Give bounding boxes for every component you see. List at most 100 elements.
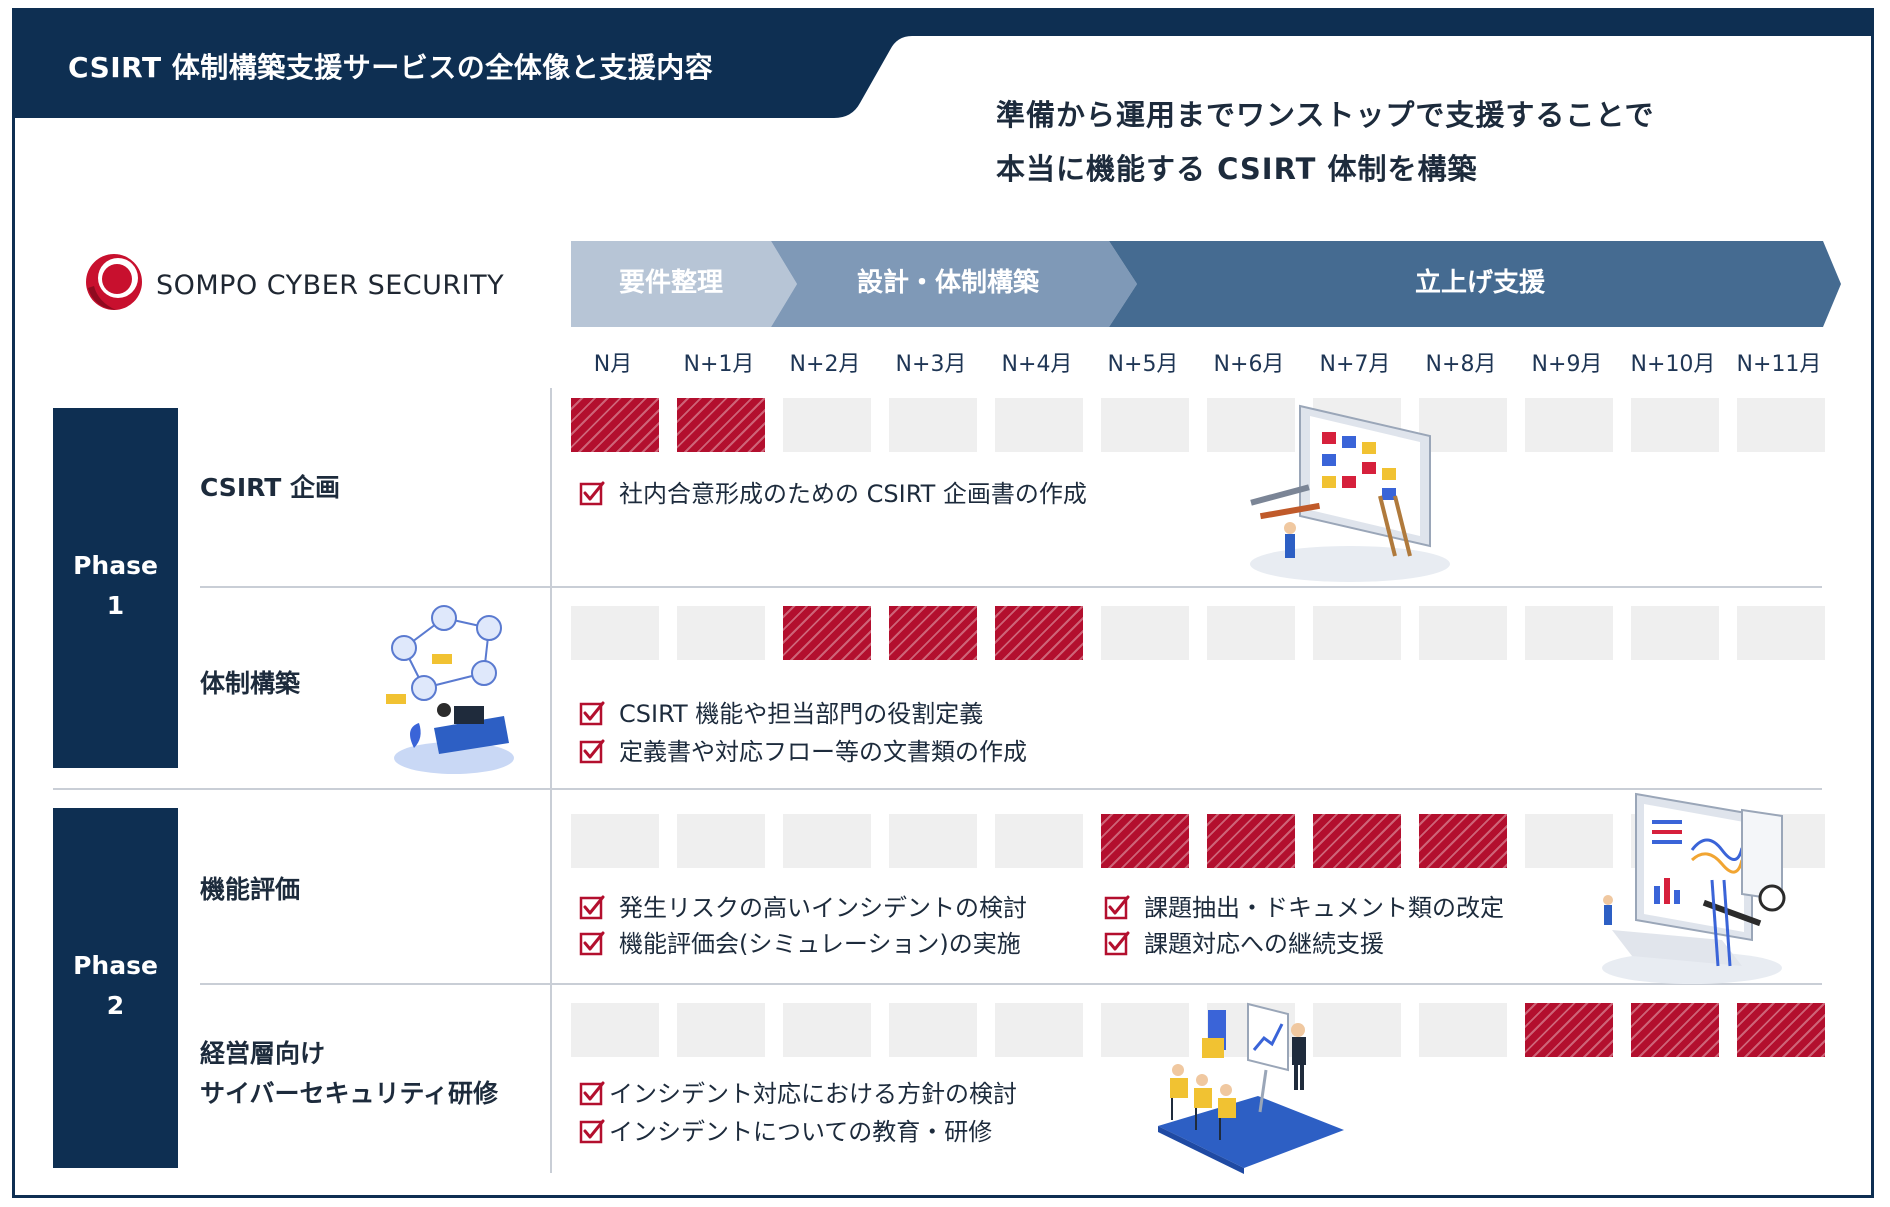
schedule-cell — [677, 814, 765, 868]
phase-number: 1 — [106, 591, 125, 620]
checkbox-check-icon — [579, 1118, 605, 1144]
row-divider — [200, 586, 1822, 588]
schedule-cell — [783, 1003, 871, 1057]
bullet-text: 定義書や対応フロー等の文書類の作成 — [619, 738, 1027, 766]
schedule-cell — [571, 814, 659, 868]
phase-2-box: Phase 2 — [53, 808, 178, 1168]
phase-label: Phase — [73, 951, 158, 980]
schedule-cell — [1737, 606, 1825, 660]
checkbox-check-icon — [579, 480, 605, 506]
schedule-cell — [1101, 398, 1189, 452]
bullet-item: 課題対応への継続支援 — [1104, 924, 1384, 959]
schedule-cell-active — [1101, 814, 1189, 868]
schedule-cell-active — [889, 606, 977, 660]
row-divider-vertical — [550, 985, 552, 1173]
tagline-line-1: 準備から運用までワンストップで支援することで — [996, 98, 1655, 132]
schedule-cell — [1419, 1003, 1507, 1057]
schedule-cell — [1737, 398, 1825, 452]
month-label: N+1月 — [683, 352, 755, 377]
schedule-cell — [1419, 606, 1507, 660]
month-label: N+3月 — [895, 352, 967, 377]
stage-label-2: 設計・体制構築 — [856, 268, 1039, 298]
checkbox-check-icon — [579, 700, 605, 726]
bullet-text: 機能評価会(シミュレーション)の実施 — [619, 930, 1021, 958]
bullet-text: 課題対応への継続支援 — [1144, 930, 1384, 958]
month-label: N+6月 — [1213, 352, 1285, 377]
row-label-text: 機能評価 — [200, 875, 301, 904]
phase-label: Phase — [73, 551, 158, 580]
frame-border — [12, 8, 1874, 1198]
stage-label-3: 立上げ支援 — [1414, 268, 1545, 298]
month-label: N+5月 — [1107, 352, 1179, 377]
bullet-item: 定義書や対応フロー等の文書類の作成 — [579, 732, 1027, 767]
month-label: N月 — [593, 352, 633, 377]
schedule-cell — [1525, 606, 1613, 660]
row-divider-vertical — [550, 790, 552, 985]
schedule-cell — [1313, 1003, 1401, 1057]
schedule-cell — [571, 1003, 659, 1057]
bullet-text: CSIRT 機能や担当部門の役割定義 — [619, 700, 984, 728]
schedule-cell — [783, 814, 871, 868]
stage-timeline — [571, 241, 1841, 327]
schedule-cell — [677, 606, 765, 660]
row-label-csirt-planning: CSIRT 企画 — [200, 468, 340, 508]
stage-label-1: 要件整理 — [618, 268, 723, 298]
row-label-text: 経営層向け — [200, 1039, 326, 1068]
stage-arrow-1 — [571, 241, 797, 327]
bullet-item: インシデントについての教育・研修 — [579, 1112, 992, 1147]
bullet-item: 発生リスクの高いインシデントの検討 — [579, 888, 1027, 923]
bullet-item: 課題抽出・ドキュメント類の改定 — [1104, 888, 1504, 923]
checkbox-check-icon — [579, 738, 605, 764]
schedule-cell-active — [995, 606, 1083, 660]
checkbox-check-icon — [1104, 894, 1130, 920]
schedule-cell — [1207, 606, 1295, 660]
bullet-text: インシデントについての教育・研修 — [609, 1118, 993, 1146]
schedule-cell — [1631, 398, 1719, 452]
schedule-cell — [1313, 606, 1401, 660]
schedule-cell — [995, 814, 1083, 868]
month-label: N+4月 — [1001, 352, 1073, 377]
schedule-cell — [995, 398, 1083, 452]
bullet-text: 発生リスクの高いインシデントの検討 — [619, 894, 1027, 922]
stage-arrow-3 — [1109, 241, 1841, 327]
row-label-evaluation: 機能評価 — [200, 870, 300, 910]
row-divider-vertical — [550, 588, 552, 788]
schedule-cell-active — [1525, 1003, 1613, 1057]
schedule-cell — [995, 1003, 1083, 1057]
schedule-cell — [1207, 398, 1295, 452]
row-label-text: 体制構築 — [200, 669, 301, 698]
schedule-cell — [1525, 814, 1613, 868]
schedule-cell — [677, 1003, 765, 1057]
tagline-line-2: 本当に機能する CSIRT 体制を構築 — [996, 152, 1478, 186]
month-label: N+10月 — [1630, 352, 1716, 377]
bullet-item: インシデント対応における方針の検討 — [579, 1074, 1017, 1109]
phase-1-box: Phase 1 — [53, 408, 178, 768]
bullet-text: インシデント対応における方針の検討 — [609, 1080, 1017, 1108]
schedule-cell-active — [1313, 814, 1401, 868]
schedule-cell-active — [1207, 814, 1295, 868]
checkbox-check-icon — [1104, 930, 1130, 956]
schedule-cell — [1101, 1003, 1189, 1057]
presentation-training-illustration — [1158, 1002, 1344, 1174]
row-label-text: サイバーセキュリティ研修 — [200, 1079, 499, 1108]
checkbox-check-icon — [579, 930, 605, 956]
row-label-executive-training: 経営層向け サイバーセキュリティ研修 — [200, 1034, 498, 1114]
schedule-cell — [889, 398, 977, 452]
phase-number: 2 — [106, 991, 125, 1020]
bullet-item: CSIRT 機能や担当部門の役割定義 — [579, 694, 983, 729]
logo-text: SOMPO CYBER SECURITY — [156, 270, 505, 301]
dashboard-analytics-illustration — [1602, 792, 1786, 984]
checkbox-check-icon — [579, 1080, 605, 1106]
team-network-illustration — [386, 605, 514, 774]
schedule-cell-active — [677, 398, 765, 452]
schedule-cell — [1631, 606, 1719, 660]
schedule-cell — [889, 814, 977, 868]
schedule-cell — [1419, 398, 1507, 452]
schedule-cell-active — [1419, 814, 1507, 868]
schedule-cell — [889, 1003, 977, 1057]
sompo-logo-icon — [86, 254, 142, 310]
bullet-text: 社内合意形成のための CSIRT 企画書の作成 — [619, 480, 1087, 508]
month-label: N+11月 — [1736, 352, 1822, 377]
month-label: N+2月 — [789, 352, 861, 377]
